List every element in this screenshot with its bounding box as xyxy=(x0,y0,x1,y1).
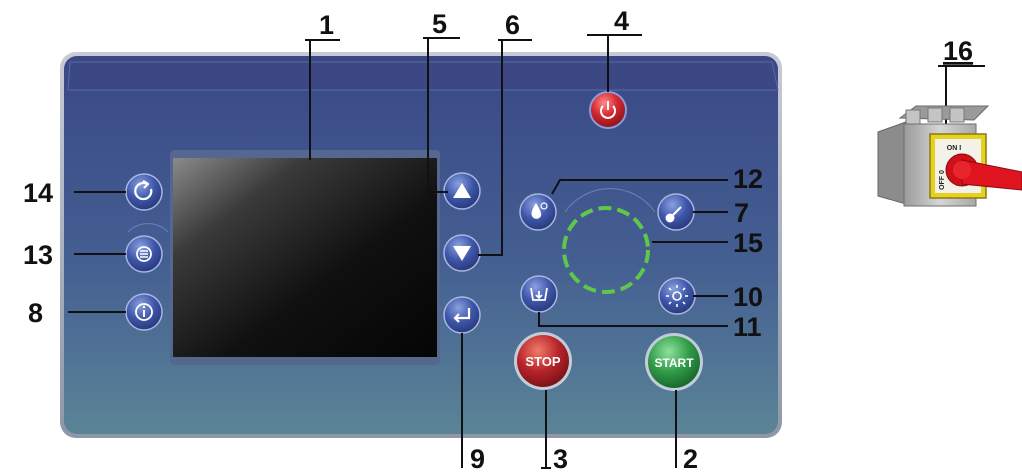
callout-13: 13 xyxy=(23,240,53,270)
light-button[interactable] xyxy=(659,278,695,314)
callout-14: 14 xyxy=(23,178,53,208)
humidity-button[interactable] xyxy=(520,194,556,230)
callout-16: 16 xyxy=(943,36,973,66)
callout-6: 6 xyxy=(505,10,520,40)
up-button[interactable] xyxy=(444,173,480,209)
switch-body-side xyxy=(878,122,906,204)
callout-7: 7 xyxy=(734,198,749,228)
stop-button-label: STOP xyxy=(525,354,560,369)
callout-3: 3 xyxy=(553,444,568,472)
info-button[interactable] xyxy=(126,294,162,330)
power-button[interactable] xyxy=(590,92,626,128)
callout-15: 15 xyxy=(733,228,763,258)
reset-button[interactable] xyxy=(126,174,162,210)
callout-11: 11 xyxy=(733,312,762,342)
switch-off-label: OFF 0 xyxy=(939,170,946,190)
callout-5: 5 xyxy=(432,9,447,39)
temperature-button[interactable] xyxy=(658,194,694,230)
enter-button[interactable] xyxy=(444,297,480,333)
switch-on-label: ON I xyxy=(947,145,961,152)
callout-12: 12 xyxy=(733,164,763,194)
callout-2: 2 xyxy=(683,444,698,472)
callout-4: 4 xyxy=(614,6,629,36)
panel-top-bezel xyxy=(68,62,778,90)
callout-8: 8 xyxy=(28,298,43,328)
start-button-label: START xyxy=(654,356,694,370)
callout-9: 9 xyxy=(470,444,485,472)
stop-button[interactable]: STOP xyxy=(514,332,572,390)
menu-button[interactable] xyxy=(126,236,162,272)
callout-1: 1 xyxy=(319,10,334,40)
callout-10: 10 xyxy=(733,282,763,312)
defrost-button[interactable] xyxy=(521,276,557,312)
down-button[interactable] xyxy=(444,235,480,271)
main-disconnect-switch[interactable]: ON I OFF 0 xyxy=(878,106,1022,206)
start-button[interactable]: START xyxy=(645,333,703,391)
display-screen xyxy=(170,150,440,365)
